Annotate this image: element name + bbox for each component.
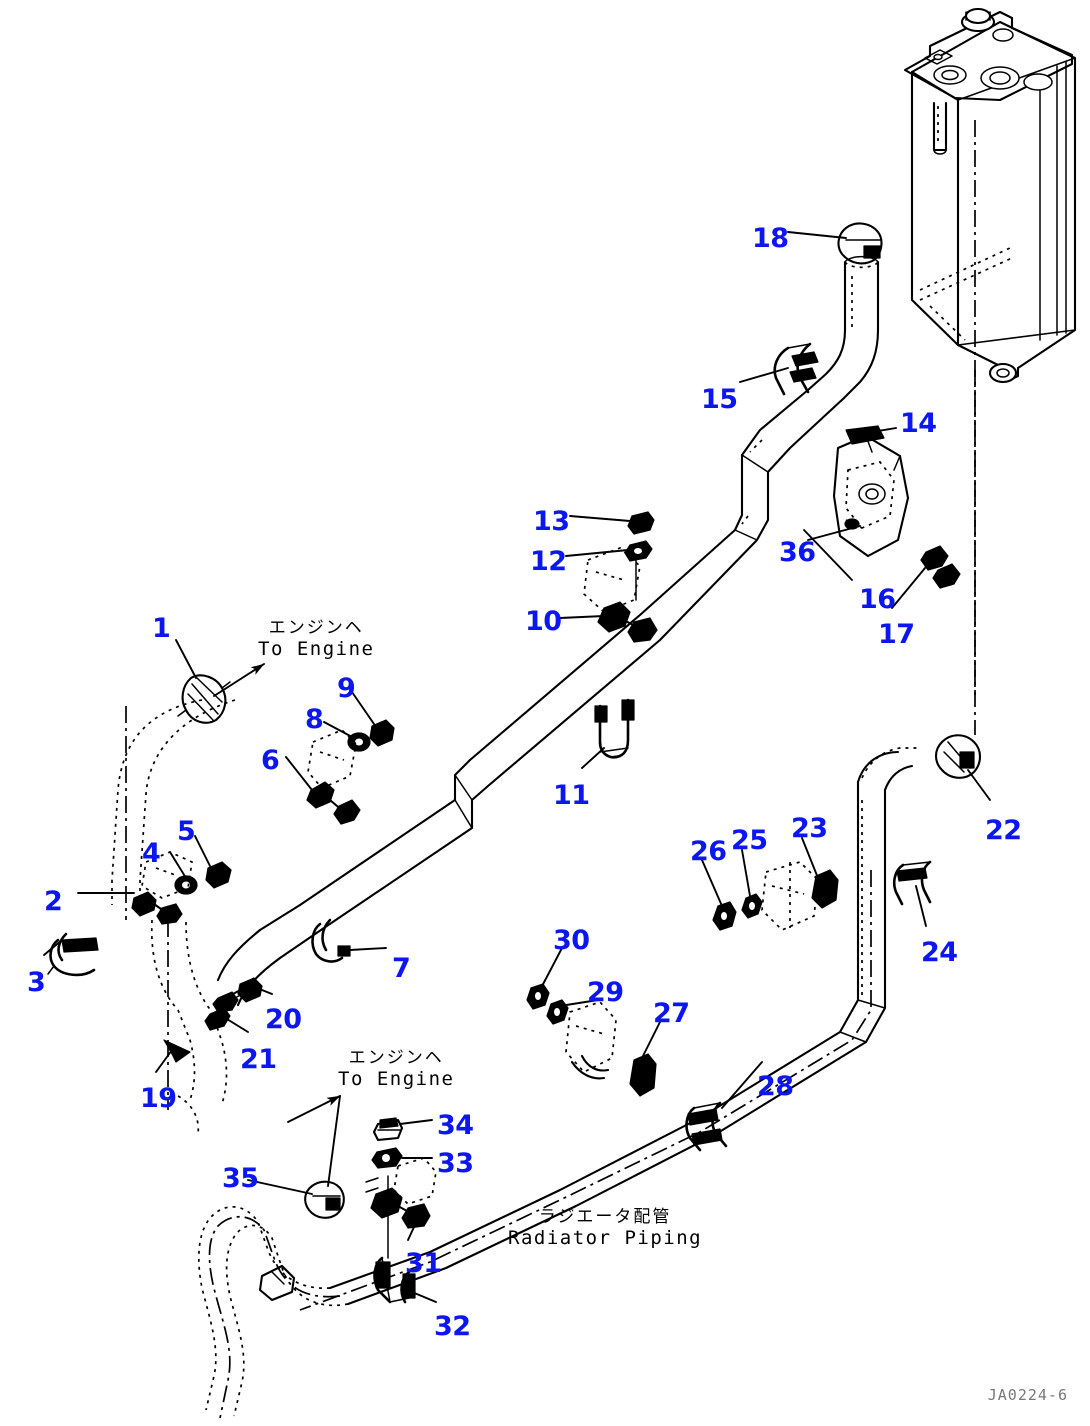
part-13-bolt (627, 511, 655, 535)
part-35-hose-clamp (304, 1180, 345, 1219)
callout-18[interactable]: 18 (752, 223, 789, 254)
annotation-jp: エンジンヘ (348, 1048, 444, 1068)
part-5-bolt (205, 861, 232, 889)
callout-2[interactable]: 2 (44, 886, 63, 917)
callout-23[interactable]: 23 (791, 813, 828, 844)
part-16-washer (920, 545, 949, 571)
callout-14[interactable]: 14 (900, 408, 937, 439)
part-3-u-clamp (47, 932, 99, 977)
part-9-bolt (369, 719, 395, 747)
radiator-cap (960, 7, 1014, 42)
part-33-washer (371, 1147, 403, 1169)
part-36-bracket (832, 434, 910, 558)
part-11-u-clamp (594, 698, 635, 759)
part-1-hose-clamp (177, 674, 231, 724)
part-30-washer (526, 983, 550, 1010)
callout-5[interactable]: 5 (177, 816, 196, 847)
callout-29[interactable]: 29 (587, 977, 624, 1008)
callout-13[interactable]: 13 (533, 506, 570, 537)
part-31-bracket (365, 1157, 437, 1259)
callout-16[interactable]: 16 (859, 584, 896, 615)
to-engine-arrow-lower (287, 1095, 341, 1123)
part-26-washer (712, 901, 737, 931)
part-24-u-clamp (892, 860, 932, 906)
annotation-jp: ラジエータ配管 (538, 1207, 672, 1227)
callout-1[interactable]: 1 (152, 613, 171, 644)
annotation-en: To Engine (258, 638, 375, 661)
part-7-u-clamp (311, 918, 351, 963)
callout-33[interactable]: 33 (437, 1148, 474, 1179)
callout-27[interactable]: 27 (653, 998, 690, 1029)
part-27-bracket (629, 1053, 657, 1097)
part-4-washer (174, 875, 198, 895)
engine-hose-upper-left (111, 699, 236, 1110)
to-engine-arrow-upper (213, 663, 265, 697)
callout-11[interactable]: 11 (553, 780, 590, 811)
to-engine-arrows (213, 663, 341, 1187)
callout-25[interactable]: 25 (731, 825, 768, 856)
part-23-bracket (811, 869, 839, 909)
callout-17[interactable]: 17 (878, 619, 915, 650)
part-19-pipe-end (163, 1039, 191, 1063)
callout-22[interactable]: 22 (985, 815, 1022, 846)
radiator-assembly (903, 7, 1077, 384)
part-20-bolt (212, 977, 263, 1013)
callout-10[interactable]: 10 (525, 606, 562, 637)
lower-radiator-pipe (197, 747, 920, 1419)
part-12-washer (624, 540, 653, 562)
part-29-washer (546, 999, 569, 1025)
sheet-number: JA0224-6 (987, 1386, 1068, 1404)
callout-24[interactable]: 24 (921, 937, 958, 968)
part-17-bolt (932, 563, 961, 589)
callout-12[interactable]: 12 (530, 546, 567, 577)
part-34-bolt (372, 1117, 404, 1142)
callout-6[interactable]: 6 (261, 745, 280, 776)
callout-19[interactable]: 19 (140, 1083, 177, 1114)
callout-28[interactable]: 28 (757, 1071, 794, 1102)
part-10-bracket (583, 547, 658, 643)
part-21-washer (204, 1007, 231, 1031)
callout-21[interactable]: 21 (240, 1044, 277, 1075)
part-22-hose-clamp (934, 734, 982, 779)
callout-34[interactable]: 34 (437, 1110, 474, 1141)
callout-8[interactable]: 8 (305, 704, 324, 735)
callout-3[interactable]: 3 (27, 967, 46, 998)
part-15-u-clamp (773, 342, 819, 396)
annotation-en: To Engine (338, 1068, 455, 1091)
callout-32[interactable]: 32 (434, 1311, 471, 1342)
leader-lines (43, 231, 991, 1303)
callout-20[interactable]: 20 (265, 1004, 302, 1035)
callout-26[interactable]: 26 (690, 836, 727, 867)
callout-4[interactable]: 4 (142, 838, 161, 869)
callout-30[interactable]: 30 (553, 925, 590, 956)
callout-35[interactable]: 35 (222, 1163, 259, 1194)
callout-31[interactable]: 31 (405, 1248, 442, 1279)
callout-36[interactable]: 36 (779, 537, 816, 568)
annotation-en: Radiator Piping (508, 1227, 703, 1250)
callout-7[interactable]: 7 (392, 953, 411, 984)
callout-15[interactable]: 15 (701, 384, 738, 415)
part-18-hose-clamp (837, 222, 883, 265)
part-25-washer (741, 893, 763, 919)
annotation-jp: エンジンヘ (268, 618, 364, 638)
part-2-pipe-fitting (131, 891, 183, 925)
callout-9[interactable]: 9 (337, 673, 356, 704)
part-6-nipple (306, 781, 361, 825)
part-28-u-clamp (685, 1101, 728, 1152)
